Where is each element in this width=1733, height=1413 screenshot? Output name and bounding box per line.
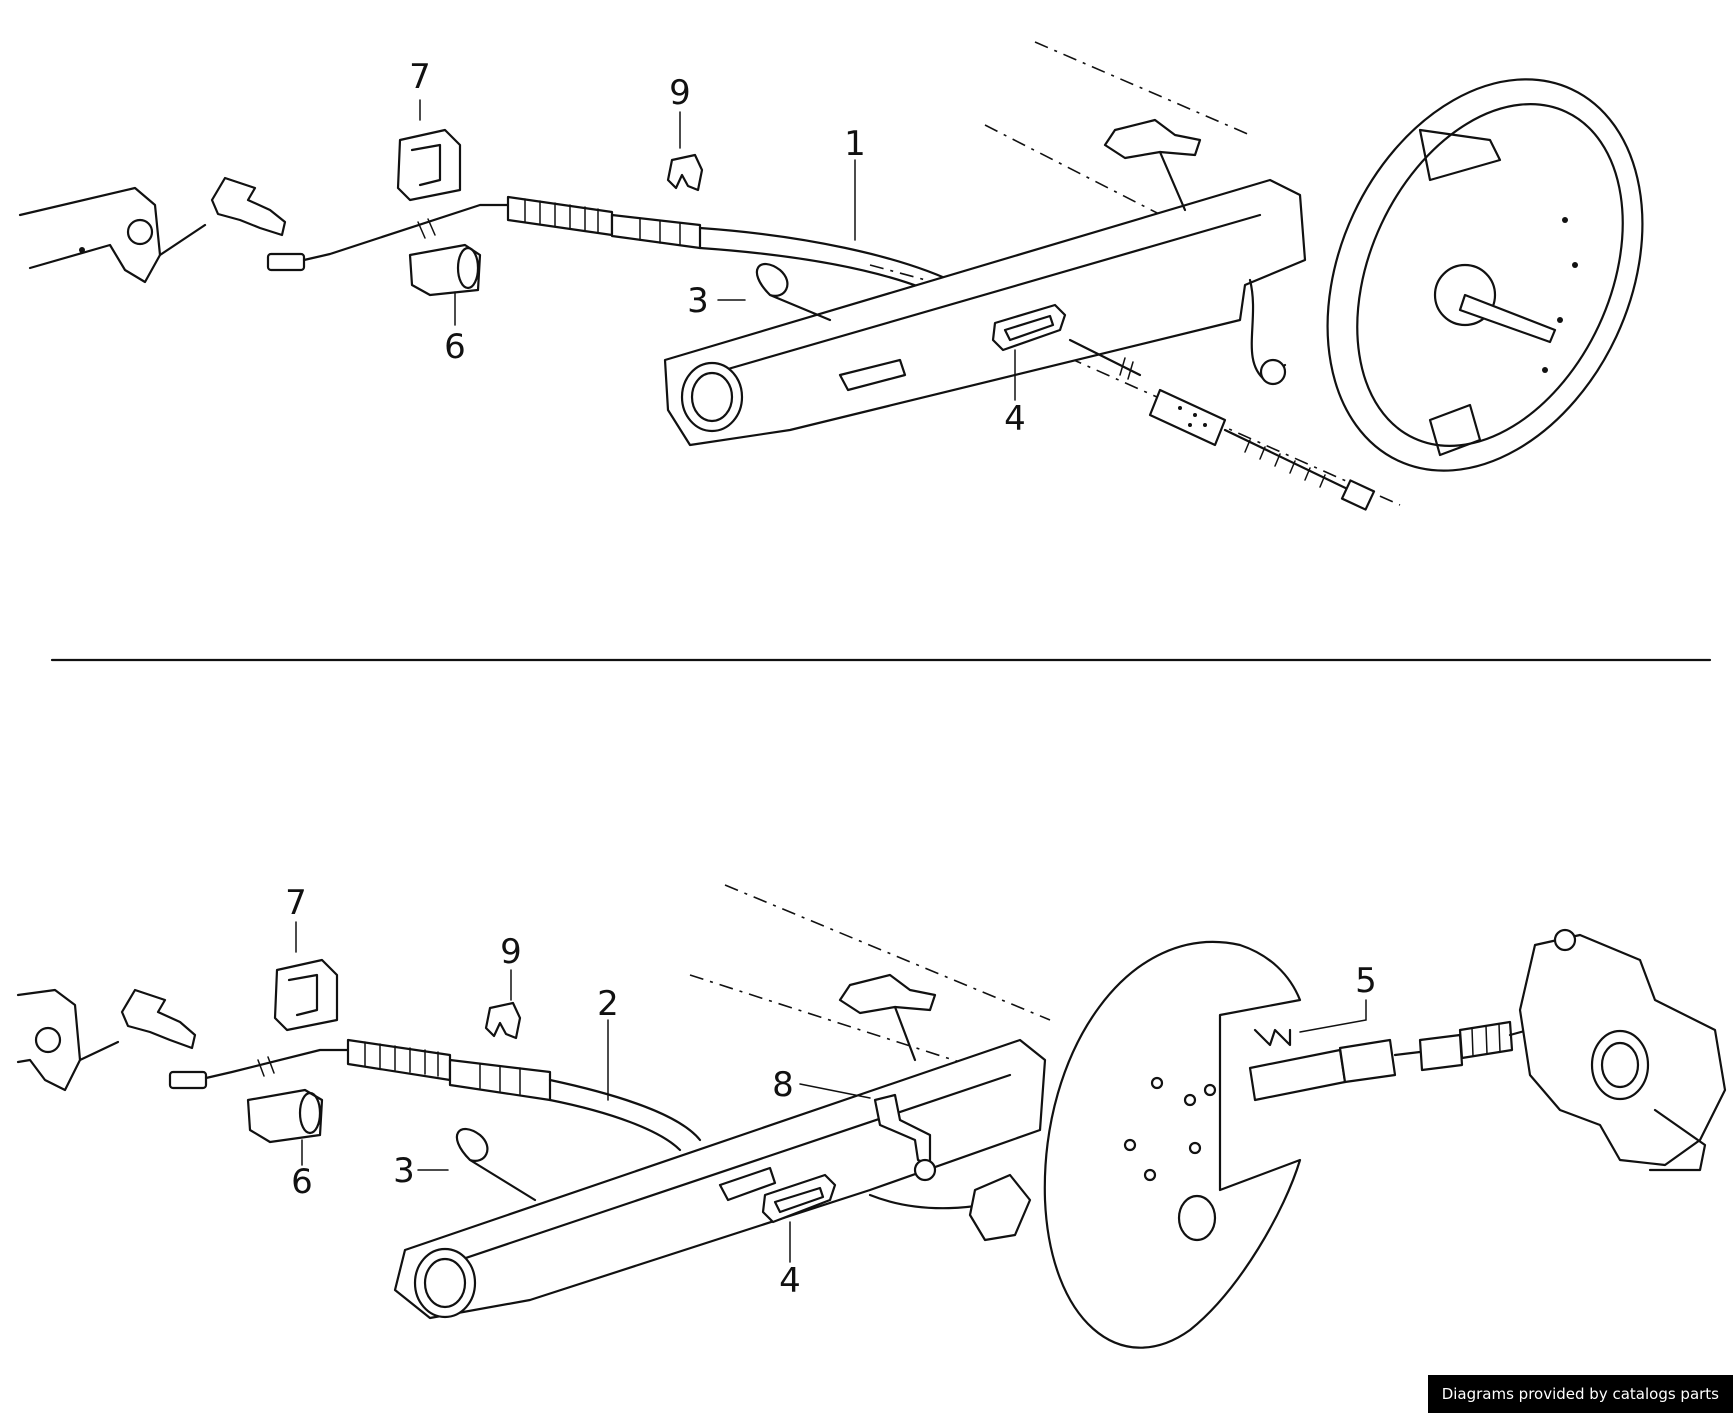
- top-handbrake-lever: [18, 186, 207, 284]
- top-cable-eye: [266, 252, 306, 272]
- bottom-clip-7: [273, 958, 339, 1032]
- top-assembly: 7 9 1 3 6 4: [18, 41, 1644, 511]
- bottom-axis-line-1: [724, 884, 1051, 1021]
- top-spring-clip: [755, 262, 832, 322]
- bottom-inner-cable: [204, 1048, 352, 1080]
- bottom-hub-stub: [968, 1173, 1032, 1242]
- top-callout-3: 3: [687, 281, 709, 321]
- bottom-cable-boot: [346, 1038, 552, 1102]
- bottom-axis-line-2: [689, 974, 1001, 1076]
- top-callout-6: 6: [444, 327, 466, 367]
- top-callout-4: 4: [1004, 399, 1026, 439]
- bottom-handbrake-lever: [16, 988, 120, 1092]
- bottom-assembly: 7 9 2 5 8 3 6 4: [16, 883, 1727, 1349]
- bottom-clip-5: [1253, 1028, 1292, 1047]
- top-equalizer-bracket: [210, 176, 287, 237]
- bottom-spring-clip: [455, 1127, 537, 1202]
- bottom-callout-2: 2: [597, 984, 619, 1024]
- top-bushing-6: [408, 243, 482, 297]
- credit-badge: Diagrams provided by catalogs parts: [1427, 1375, 1733, 1413]
- top-clip-9: [666, 153, 704, 192]
- top-inner-cable: [302, 203, 512, 262]
- top-cable-sheath: [698, 226, 962, 287]
- bottom-clip-9: [484, 1001, 522, 1040]
- top-grommet: [991, 303, 1067, 352]
- top-clip-7: [396, 128, 462, 202]
- bottom-cable-sheath: [548, 1078, 702, 1142]
- bottom-grommet: [761, 1173, 837, 1224]
- top-axis-line-1: [1034, 41, 1251, 136]
- top-callout-1: 1: [844, 124, 866, 164]
- bottom-callout-3: 3: [393, 1151, 415, 1191]
- top-rear-cable: [1068, 338, 1142, 377]
- top-cable-boot: [506, 195, 702, 250]
- bottom-rear-cable: [1248, 1003, 1622, 1102]
- top-axis-line-2: [984, 124, 1211, 241]
- bottom-callout-8: 8: [772, 1065, 794, 1105]
- top-callout-9: 9: [669, 73, 691, 113]
- bottom-callout-4: 4: [779, 1261, 801, 1301]
- top-rear-cable-boot: [1148, 388, 1227, 447]
- bottom-bushing-6: [246, 1088, 324, 1144]
- bottom-callout-7: 7: [285, 883, 307, 923]
- top-drum-brake: [1248, 78, 1644, 472]
- top-callout-7: 7: [409, 57, 431, 97]
- top-trailing-arm: [663, 118, 1307, 447]
- bottom-caliper: [1518, 928, 1727, 1172]
- bottom-callout-5: 5: [1355, 961, 1377, 1001]
- bottom-cable-eye: [168, 1070, 208, 1090]
- bottom-disc-shield: [1043, 940, 1302, 1349]
- bottom-callout-9: 9: [500, 932, 522, 972]
- top-rear-spring: [1223, 428, 1362, 497]
- bottom-callout-6: 6: [291, 1162, 313, 1202]
- bottom-equalizer-bracket: [120, 988, 197, 1050]
